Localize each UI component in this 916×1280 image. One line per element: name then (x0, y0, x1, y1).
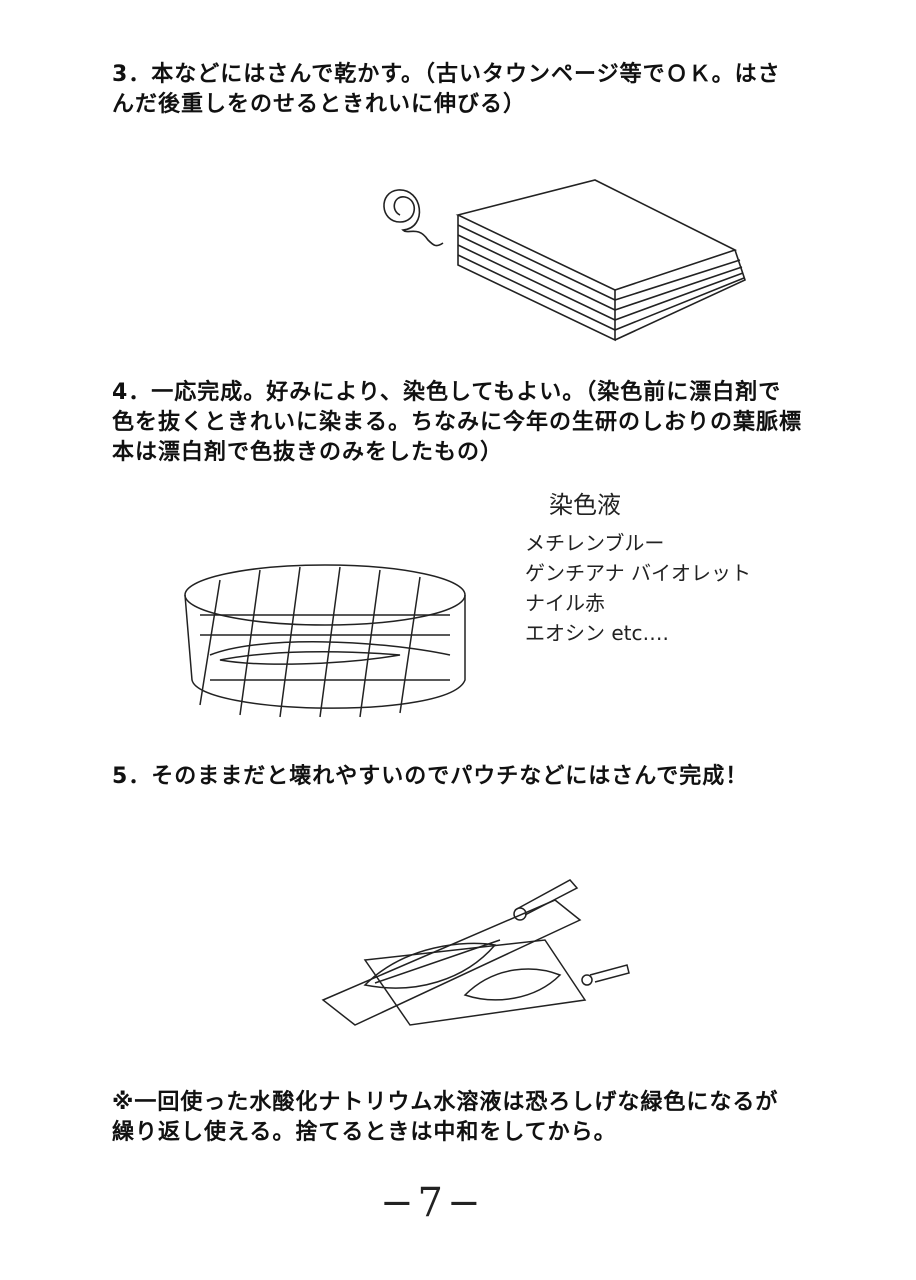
text-line: 5．そのままだと壊れやすいのでパウチなどにはさんで完成！ (112, 764, 749, 789)
dye-item: エオシン etc…. (525, 621, 669, 645)
laminated-bookmark-illustration (321, 879, 630, 1026)
dye-list-title: 染色液 (549, 491, 621, 519)
dye-item: メチレンブルー (525, 531, 665, 555)
page-number: −7− (380, 1180, 485, 1226)
text-line: 繰り返し使える。捨てるときは中和をしてから。 (112, 1120, 617, 1145)
dye-item: ナイル赤 (525, 591, 605, 615)
text-line: んだ後重しをのせるときれいに伸びる） (112, 92, 527, 117)
text-line: 3．本などにはさんで乾かす。（古いタウンページ等でＯＫ。はさ (112, 62, 781, 87)
step5-text: 5．そのままだと壊れやすいのでパウチなどにはさんで完成！ (112, 762, 748, 792)
petri-dish-illustration (184, 564, 466, 718)
text-line: ※一回使った水酸化ナトリウム水溶液は恐ろしげな緑色になるが (112, 1090, 779, 1115)
text-line: 色を抜くときれいに染まる。ちなみに今年の生研のしおりの葉脈標 (112, 410, 803, 435)
text-line: 4．一応完成。好みにより、染色してもよい。（染色前に漂白剤で (112, 380, 782, 405)
note-text: ※一回使った水酸化ナトリウム水溶液は恐ろしげな緑色になるが 繰り返し使える。捨て… (112, 1088, 778, 1148)
text-line: 本は漂白剤で色抜きのみをしたもの） (112, 440, 504, 465)
dye-item: ゲンチアナ バイオレット (525, 561, 751, 585)
step4-text: 4．一応完成。好みにより、染色してもよい。（染色前に漂白剤で 色を抜くときれいに… (112, 378, 802, 468)
book-stack-illustration (383, 179, 746, 342)
step3-text: 3．本などにはさんで乾かす。（古いタウンページ等でＯＫ。はさ んだ後重しをのせる… (112, 60, 781, 120)
dye-list: 染色液 メチレンブルー ゲンチアナ バイオレット ナイル赤 エオシン etc…. (525, 490, 751, 648)
